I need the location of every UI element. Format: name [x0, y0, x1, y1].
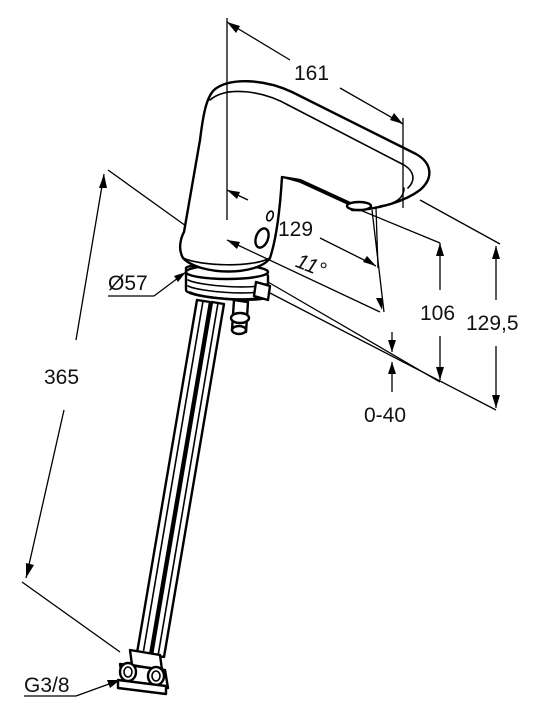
label-overall-length: 161 [294, 62, 329, 85]
label-spout-angle: 11° [293, 250, 330, 283]
dimension-hose-length [21, 169, 187, 653]
aerator [345, 200, 373, 212]
dimension-connection-thread [24, 679, 121, 697]
dimension-base-diameter [108, 271, 187, 297]
label-connection-thread: G3/8 [24, 674, 70, 697]
hose-end-fittings [116, 648, 170, 696]
sensor-window [254, 227, 270, 249]
label-hose-length: 365 [44, 366, 79, 389]
faucet-body [179, 80, 431, 273]
label-mounting-range: 0-40 [364, 404, 406, 427]
dimension-total-height [267, 199, 501, 411]
label-spout-height: 106 [420, 302, 455, 325]
label-total-height: 129,5 [466, 312, 519, 335]
dimension-spout-angle [226, 209, 385, 313]
faucet-body-outline [179, 80, 431, 273]
label-spout-projection: 129 [278, 218, 313, 241]
dimension-spout-projection [226, 189, 379, 269]
dimension-overall-length [226, 18, 404, 220]
dimension-mounting-range [388, 332, 396, 392]
label-base-diameter: Ø57 [108, 272, 148, 295]
dimension-spout-height [267, 209, 444, 383]
supply-hoses [135, 298, 226, 659]
